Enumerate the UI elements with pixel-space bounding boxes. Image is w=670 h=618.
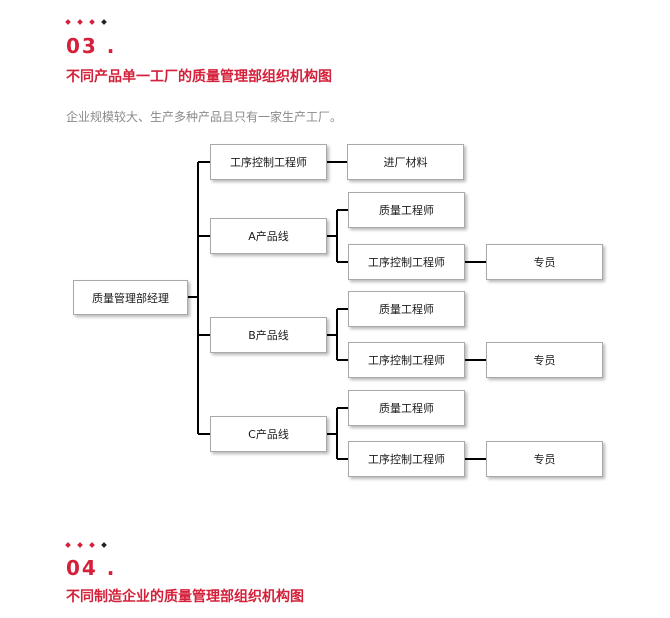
node-c-specialist: 专员 bbox=[486, 441, 603, 477]
red-dot bbox=[77, 542, 83, 548]
red-dot bbox=[65, 542, 71, 548]
node-b-specialist: 专员 bbox=[486, 342, 603, 378]
node-b-quality-engineer: 质量工程师 bbox=[348, 291, 465, 327]
node-line-a: A产品线 bbox=[210, 218, 327, 254]
node-a-process-engineer: 工序控制工程师 bbox=[348, 244, 465, 280]
dark-dot bbox=[101, 542, 107, 548]
node-a-quality-engineer: 质量工程师 bbox=[348, 192, 465, 228]
node-c-process-engineer: 工序控制工程师 bbox=[348, 441, 465, 477]
node-b-process-engineer: 工序控制工程师 bbox=[348, 342, 465, 378]
section4-decoration-dots bbox=[65, 541, 107, 549]
node-line-c: C产品线 bbox=[210, 416, 327, 452]
node-process-engineer: 工序控制工程师 bbox=[210, 144, 327, 180]
node-a-specialist: 专员 bbox=[486, 244, 603, 280]
section3-intro: 企业规模较大、生产多种产品且只有一家生产工厂。 bbox=[66, 110, 343, 124]
section3-number: 03 . bbox=[66, 34, 117, 58]
node-c-quality-engineer: 质量工程师 bbox=[348, 390, 465, 426]
node-quality-manager: 质量管理部经理 bbox=[73, 280, 188, 315]
node-line-b: B产品线 bbox=[210, 317, 327, 353]
section4-number: 04 . bbox=[66, 556, 117, 580]
section4-title: 不同制造企业的质量管理部组织机构图 bbox=[66, 589, 304, 605]
node-incoming-material: 进厂材料 bbox=[347, 144, 464, 180]
red-dot bbox=[89, 542, 95, 548]
section3-title: 不同产品单一工厂的质量管理部组织机构图 bbox=[66, 69, 332, 85]
